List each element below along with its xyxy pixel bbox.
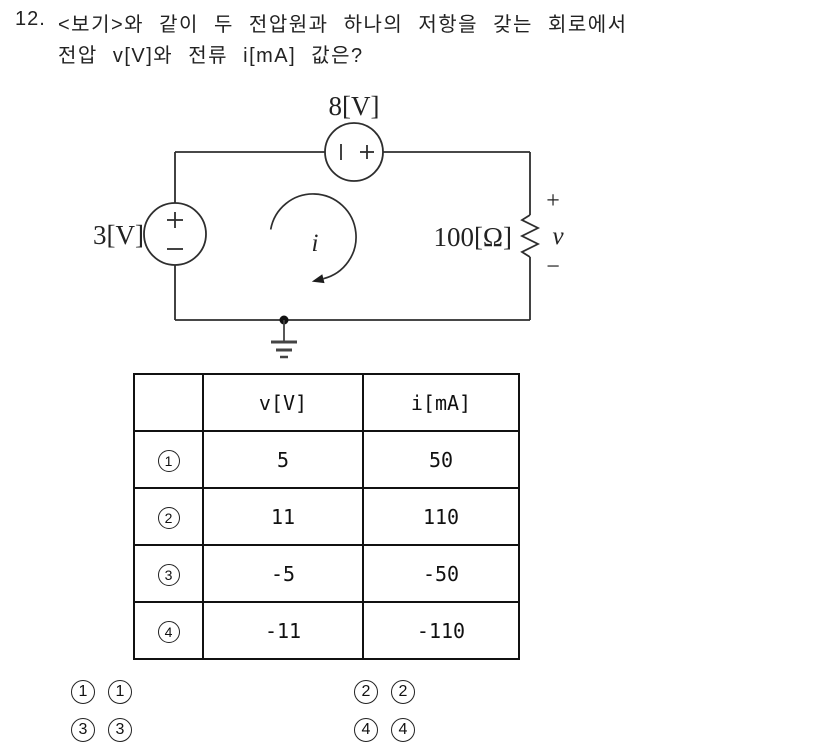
table-row: 4 -11 -110: [133, 601, 520, 660]
option-2-i: 110: [362, 487, 520, 546]
option-1-v: 5: [202, 430, 364, 489]
choice-3-value: 3: [108, 718, 132, 742]
header-v: v[V]: [202, 373, 364, 432]
table-header-row: v[V] i[mA]: [133, 373, 520, 432]
choice-1-value: 1: [108, 680, 132, 704]
circuit-diagram: 8[V] 3[V] 100[Ω] + v − i: [93, 91, 564, 359]
top-voltage-source: [324, 122, 384, 182]
question-number: 12.: [15, 8, 46, 30]
choice-2-marker: 2: [354, 680, 378, 704]
answer-option-table: v[V] i[mA] 1 5 50 2 11 110 3 -5 -50 4 -1…: [133, 373, 520, 660]
choice-4[interactable]: 4 4: [354, 718, 415, 742]
table-row: 1 5 50: [133, 430, 520, 489]
option-2-circle: 2: [157, 507, 180, 529]
resistor-zigzag: [519, 214, 541, 258]
resistor-value-label: 100[Ω]: [433, 222, 512, 252]
loop-current-label: i: [312, 230, 319, 257]
header-option: [133, 373, 204, 432]
table-row: 3 -5 -50: [133, 544, 520, 603]
header-i: i[mA]: [362, 373, 520, 432]
choice-3-marker: 3: [71, 718, 95, 742]
option-3-v: -5: [202, 544, 364, 603]
option-4-i: -110: [362, 601, 520, 660]
option-4-cell: 4: [133, 601, 204, 660]
left-source-voltage-label: 3[V]: [93, 220, 144, 250]
loop-current-arc: [269, 193, 357, 280]
resistor-plus-label: +: [546, 188, 560, 214]
option-1-circle: 1: [157, 450, 180, 472]
option-3-circle: 3: [157, 564, 180, 586]
choice-3[interactable]: 3 3: [71, 718, 132, 742]
option-1-i: 50: [362, 430, 520, 489]
question-text-line2: 전압 v[V]와 전류 i[mA] 값은?: [58, 45, 364, 67]
option-1-cell: 1: [133, 430, 204, 489]
choice-4-marker: 4: [354, 718, 378, 742]
top-source-voltage-label: 8[V]: [329, 91, 380, 121]
option-2-v: 11: [202, 487, 364, 546]
option-3-i: -50: [362, 544, 520, 603]
loop-current-arrowhead: [311, 274, 325, 284]
choice-2-value: 2: [391, 680, 415, 704]
left-voltage-source: [143, 202, 207, 266]
question-text-line1: <보기>와 같이 두 전압원과 하나의 저항을 갖는 회로에서: [58, 14, 628, 36]
choice-2[interactable]: 2 2: [354, 680, 415, 704]
option-2-cell: 2: [133, 487, 204, 546]
table-row: 2 11 110: [133, 487, 520, 546]
option-4-circle: 4: [157, 621, 180, 643]
resistor-minus-label: −: [546, 254, 560, 280]
choice-1[interactable]: 1 1: [71, 680, 132, 704]
option-3-cell: 3: [133, 544, 204, 603]
resistor-voltage-label: v: [552, 223, 564, 250]
choice-1-marker: 1: [71, 680, 95, 704]
choice-4-value: 4: [391, 718, 415, 742]
option-4-v: -11: [202, 601, 364, 660]
